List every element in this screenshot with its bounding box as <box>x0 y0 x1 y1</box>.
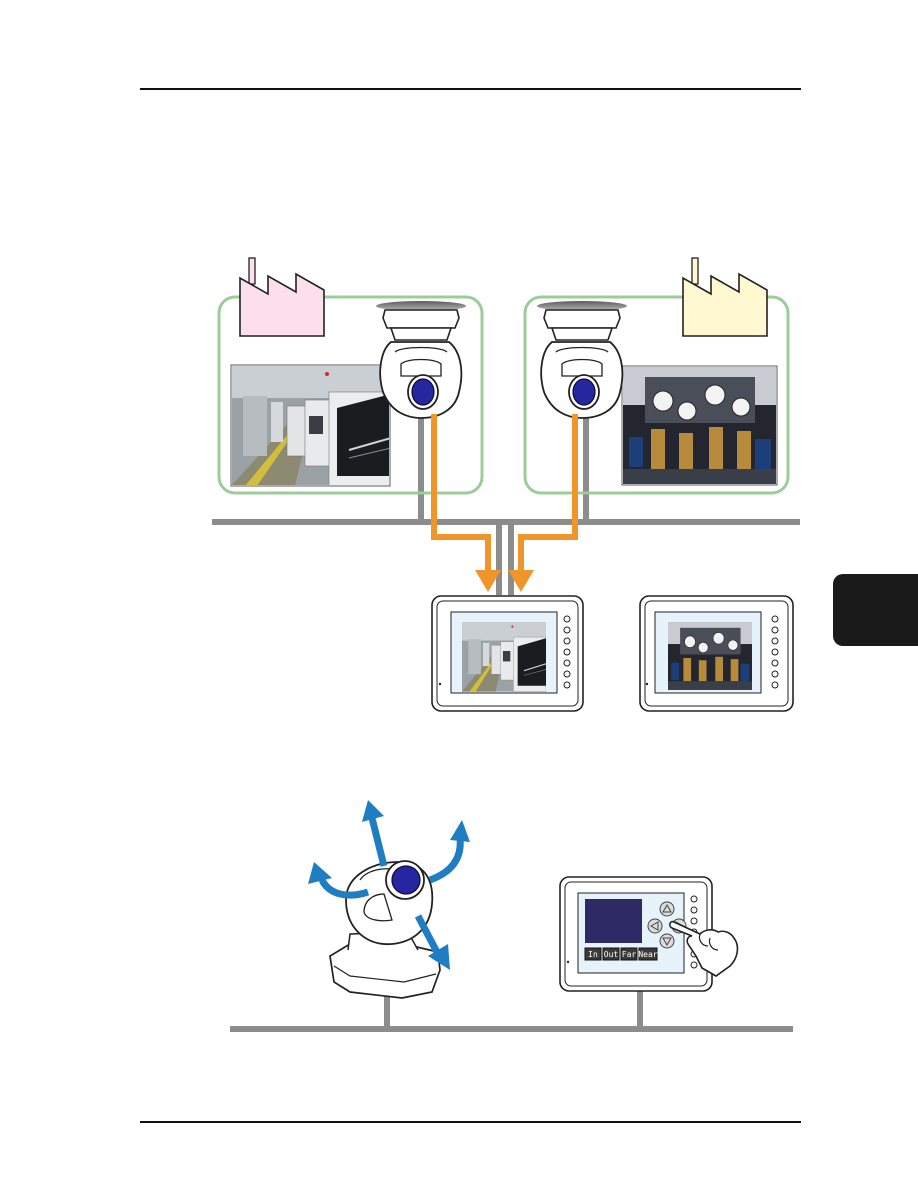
factory-icon <box>683 258 767 336</box>
left-button[interactable] <box>648 919 662 933</box>
network-bus-top <box>212 519 800 525</box>
up-button[interactable] <box>660 902 674 916</box>
network-drop-camera-bottom <box>384 995 390 1029</box>
network-drop-camera-left <box>418 414 424 522</box>
zoom-out-button[interactable]: Out <box>603 948 619 960</box>
zoom-in-button[interactable]: In <box>585 948 601 960</box>
ptz-camera-icon <box>376 301 466 418</box>
focus-near-label: Near <box>638 950 657 959</box>
network-drop-display-b <box>508 519 514 595</box>
video-signal-path-right <box>508 414 575 592</box>
focus-far-button[interactable]: Far <box>621 948 637 960</box>
video-signal-path-left <box>434 414 501 592</box>
network-bus-bottom <box>230 1026 793 1032</box>
tilt-up-arrow <box>362 800 384 866</box>
display-feed-factory-floor <box>462 622 546 692</box>
down-button[interactable] <box>660 934 674 948</box>
network-drop-camera-right <box>583 414 589 522</box>
pan-right-arrow <box>430 820 470 880</box>
network-drop-panel-bottom <box>637 990 643 1029</box>
ptz-camera-icon <box>537 301 627 418</box>
zoom-out-label: Out <box>604 950 619 959</box>
camera-view-area <box>585 899 642 943</box>
focus-far-label: Far <box>622 950 637 959</box>
display-feed-valves <box>668 622 752 690</box>
factory-icon <box>240 258 324 336</box>
network-drop-display-a <box>496 519 502 595</box>
zoom-in-label: In <box>588 950 598 959</box>
factory-floor-photo <box>231 366 391 486</box>
focus-near-button[interactable]: Near <box>638 948 657 960</box>
valve-gauge-photo <box>623 367 776 484</box>
